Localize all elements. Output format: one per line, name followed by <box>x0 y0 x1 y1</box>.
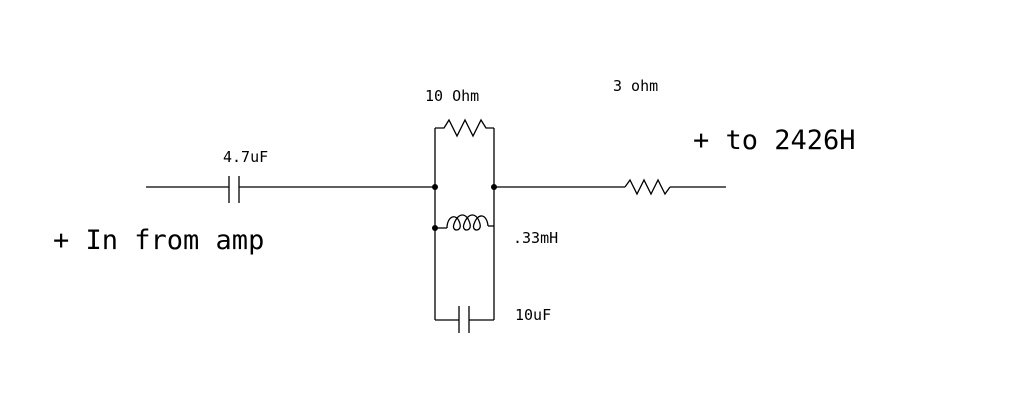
output-label: + to 2426H <box>693 125 856 156</box>
junction-dot-right <box>491 184 497 190</box>
series-resistor-label: 3 ohm <box>613 77 658 95</box>
junction-dot-left <box>432 184 438 190</box>
parallel-resistor-label: 10 Ohm <box>425 87 479 105</box>
parallel-capacitor-label: 10uF <box>515 306 551 324</box>
series-resistor-symbol <box>624 178 671 196</box>
series-capacitor-symbol <box>228 176 240 203</box>
parallel-inductor-label: .33mH <box>513 229 558 247</box>
parallel-capacitor-symbol <box>435 306 494 333</box>
parallel-inductor-symbol <box>435 214 494 231</box>
series-capacitor-label: 4.7uF <box>223 148 268 166</box>
input-label: + In from amp <box>53 225 264 256</box>
parallel-resistor-symbol <box>435 118 494 138</box>
junction-dot-inductor <box>432 225 438 231</box>
